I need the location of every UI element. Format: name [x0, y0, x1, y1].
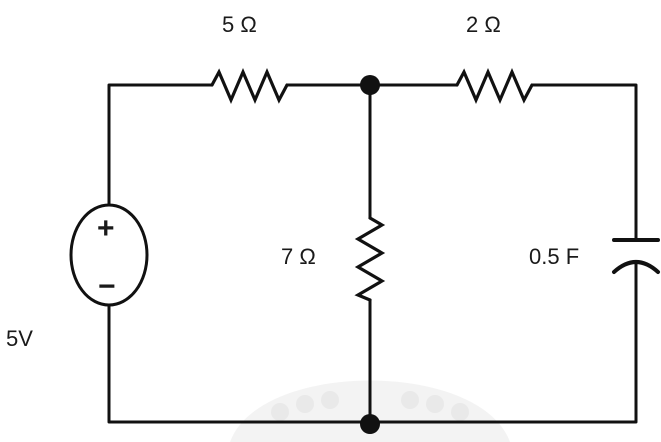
wire-top-right	[530, 83, 638, 242]
capacitor-label: 0.5 F	[529, 244, 579, 269]
resistor-5-ohm: 5 Ω	[210, 12, 289, 105]
resistor-7-ohm: 7 Ω	[281, 216, 386, 302]
resistor-2-ohm: 2 Ω	[455, 12, 534, 105]
resistor-5-ohm-label: 5 Ω	[222, 12, 257, 37]
voltage-source: + −	[69, 203, 149, 307]
capacitor: 0.5 F	[529, 238, 660, 274]
source-label: 5V	[6, 326, 33, 351]
source-plus-sign: +	[97, 212, 115, 245]
wire-bottom-right	[368, 260, 638, 424]
wire-top-left	[107, 83, 214, 207]
node-top	[360, 75, 380, 95]
node-bottom	[360, 414, 380, 434]
wires	[107, 83, 638, 424]
resistor-7-ohm-label: 7 Ω	[281, 244, 316, 269]
source-minus-sign: −	[98, 270, 116, 303]
wire-bottom-left	[107, 303, 372, 424]
resistor-2-ohm-label: 2 Ω	[466, 12, 501, 37]
